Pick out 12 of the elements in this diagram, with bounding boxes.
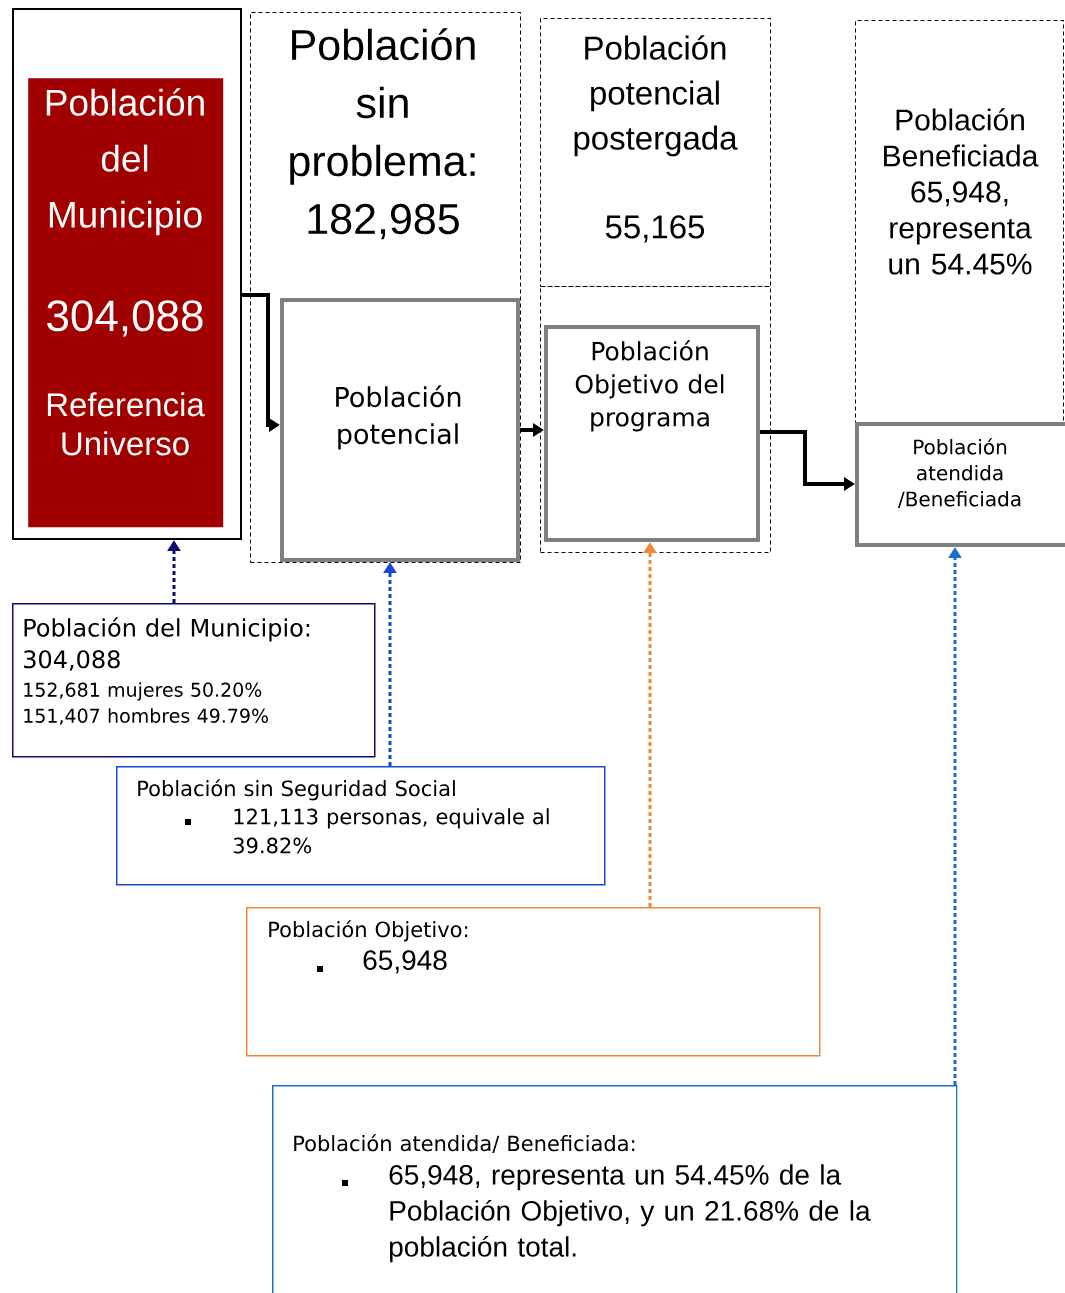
dashed-box <box>540 286 771 553</box>
process-box: Población Objetivo del programa <box>544 325 760 542</box>
info-box: Población Objetivo: 65,948 <box>246 907 821 1057</box>
dashed-box: Población potencial postergada 55,165 <box>540 18 771 287</box>
info-box: Población atendida/ Beneficiada: 65,948, representa un 54.45% de la Población Objetivo, y un 21.68% de la población total. <box>272 1085 958 1293</box>
population-box: Población del Municipio 304,088 Referencia Universo <box>28 78 224 528</box>
process-box: Población atendida /Beneficiada <box>855 422 1065 547</box>
process-box: Población potencial <box>280 298 520 562</box>
frame-box <box>12 8 242 540</box>
dashed-box: Población Beneficiada 65,948, representa un 54.45% <box>855 20 1064 423</box>
info-box: Población sin Seguridad Social 121,113 personas, equivale al 39.82% <box>116 766 606 886</box>
info-box: Población del Municipio: 304,088 152,681 mujeres 50.20% 151,407 hombres 49.79% <box>12 603 376 758</box>
